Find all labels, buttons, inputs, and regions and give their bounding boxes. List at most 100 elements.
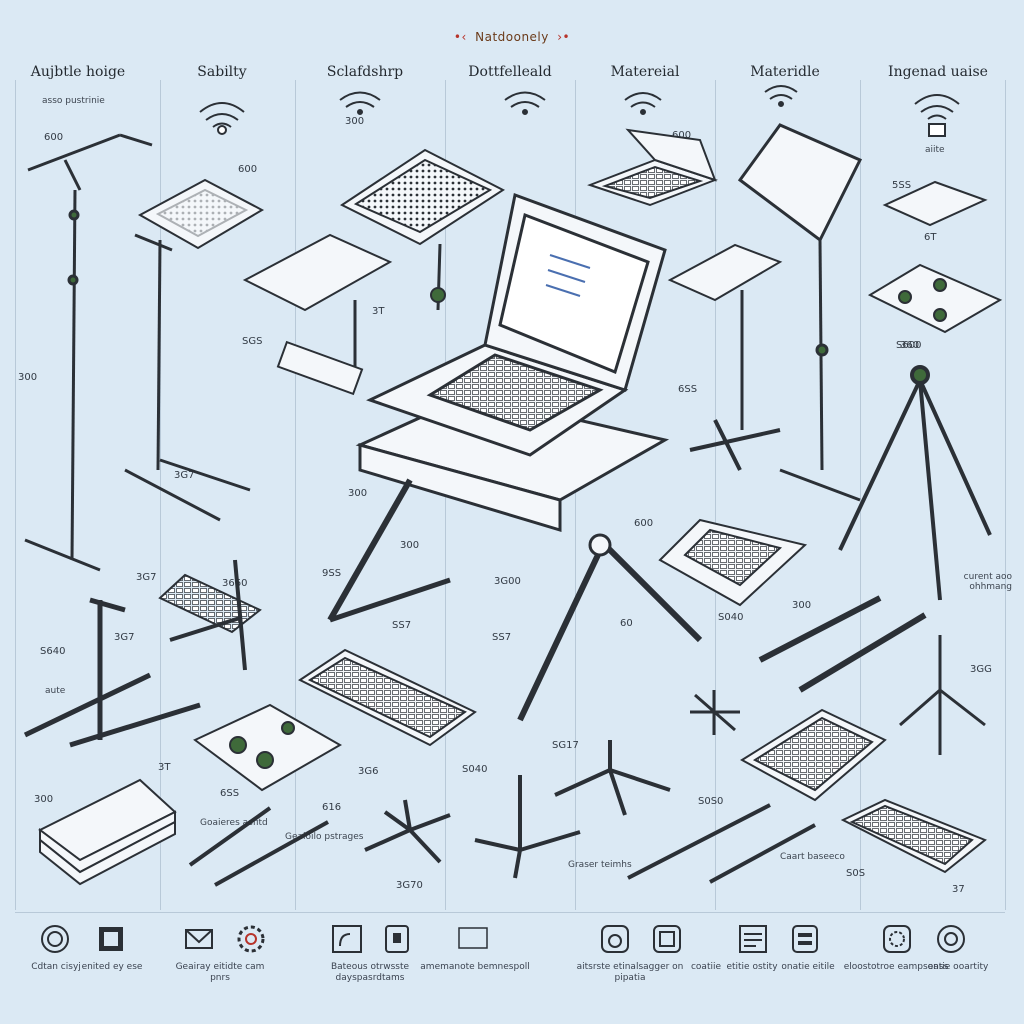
title-deco-right: ›• (557, 30, 571, 44)
item-note: Graser teimhs (568, 860, 632, 870)
column-heading-7: Ingenad uaise (888, 64, 988, 80)
legend-caption: onatie eitile (781, 962, 835, 972)
tripod (838, 365, 992, 601)
measurement-label: 600 (634, 518, 654, 529)
keyboard-3 (840, 798, 987, 874)
measurement-label: 5SS (892, 180, 912, 191)
signal-icon (624, 92, 662, 115)
divider (715, 80, 716, 910)
tall-stand (24, 133, 153, 572)
bars (758, 595, 927, 693)
document-stack (38, 778, 177, 886)
legend-badge-icon (883, 925, 911, 953)
title-deco-left: •‹ (453, 30, 467, 44)
measurement-label: 300 (34, 794, 54, 805)
legend-caption: etitie ostity (726, 962, 778, 972)
measurement-label: 616 (322, 802, 342, 813)
floor-stand (23, 597, 201, 748)
measurement-label: 3G00 (494, 576, 521, 587)
title-text: Natdoonely (475, 30, 549, 44)
measurement-label: S040 (718, 612, 744, 623)
column-heading-4: Dottfelleald (468, 64, 552, 80)
measurement-label: 6T (924, 232, 937, 243)
control-pad (193, 703, 343, 792)
legend-caption: Geairay eitidte cam pnrs (175, 962, 265, 983)
legend-camera-icon (601, 925, 629, 953)
legend-caption: Bateous otrwsste dayspasrdtams (330, 962, 410, 983)
divider (160, 80, 161, 910)
legend-gear-icon (237, 925, 265, 953)
measurement-label: S0S (846, 868, 866, 879)
signal-icon (914, 94, 960, 137)
legend-caption: eloostotroe eampsonss (843, 962, 949, 972)
measurement-label: 3T (158, 762, 171, 773)
tablet-stand (737, 123, 863, 502)
tall-stand-2 (124, 233, 251, 522)
legend-caption: enited ey ese (81, 962, 143, 972)
column-heading-6: Materidle (750, 64, 820, 80)
measurement-label: 300 (348, 488, 368, 499)
measurement-label: 300 (345, 116, 365, 127)
star-base-3 (554, 740, 671, 816)
measurement-label: 360 (900, 340, 920, 351)
column-note: asso pustrinie (42, 96, 105, 106)
measurement-label: 3660 (222, 578, 248, 589)
legend-box-icon (99, 927, 123, 951)
measurement-label: 6SS (220, 788, 240, 799)
measurement-label: 3G7 (136, 572, 157, 583)
measurement-label: 6SS (678, 384, 698, 395)
item-note: Caart baseeco (780, 852, 845, 862)
signal-icon (199, 102, 245, 135)
keyboard (298, 648, 477, 747)
measurement-label: 600 (672, 130, 692, 141)
legend-scroll-icon (739, 925, 767, 953)
dotted-tray (340, 148, 505, 311)
legend-hook-icon (332, 925, 362, 953)
measurement-label: 3GG (970, 664, 992, 675)
small-stand (242, 233, 393, 396)
divider (15, 80, 16, 910)
folded-laptop (658, 518, 808, 607)
measurement-label: 600 (238, 164, 258, 175)
column-note: aiite (925, 145, 945, 155)
item-note: Geaioilo pstrages (285, 832, 364, 842)
measurement-label: S600 (896, 340, 922, 351)
legend-orb-icon (937, 925, 965, 953)
legend-caption: Cdtan cisyj (31, 962, 81, 972)
legend-slider-icon (792, 925, 818, 953)
divider (1005, 80, 1006, 910)
measurement-label: S640 (40, 646, 66, 657)
legend-separator (15, 912, 1005, 913)
measurement-label: 3G70 (396, 880, 423, 891)
small-tripod (899, 635, 986, 755)
measurement-label: 3G6 (358, 766, 379, 777)
legend-caption: aitsrste etinalsagger on pipatia (576, 962, 684, 983)
diagram-title: •‹ Natdoonely ›• (0, 30, 1024, 44)
legend-caption: coatiie (690, 962, 722, 972)
measurement-label: 300 (400, 540, 420, 551)
measurement-label: SG17 (552, 740, 579, 751)
legend-caption: amemanote bemnespoll (420, 962, 530, 972)
column-heading-3: Sclafdshrp (326, 64, 404, 80)
star-base (364, 799, 451, 864)
side-note: curent aoo ohhmang (963, 572, 1012, 592)
legend-ring-icon (41, 925, 69, 953)
legend-envelope-icon (185, 929, 213, 949)
column-heading-2: Sabilty (197, 64, 247, 80)
measurement-label: 300 (18, 372, 38, 383)
divider (575, 80, 576, 910)
tray (137, 178, 265, 250)
divider (860, 80, 861, 910)
measurement-label: S0S0 (698, 796, 724, 807)
legend-caption: eatie ooartity (927, 962, 989, 972)
laptop (366, 192, 667, 457)
keyboard-stand (667, 243, 783, 471)
star-base-2 (474, 775, 581, 879)
signal-icon (504, 91, 546, 115)
small-laptop (587, 128, 718, 207)
measurement-label: 600 (44, 132, 64, 143)
right-tray (867, 180, 1003, 334)
measurement-label: 3G7 (114, 632, 135, 643)
measurement-label: 3T (372, 306, 385, 317)
signal-icon (764, 85, 798, 107)
